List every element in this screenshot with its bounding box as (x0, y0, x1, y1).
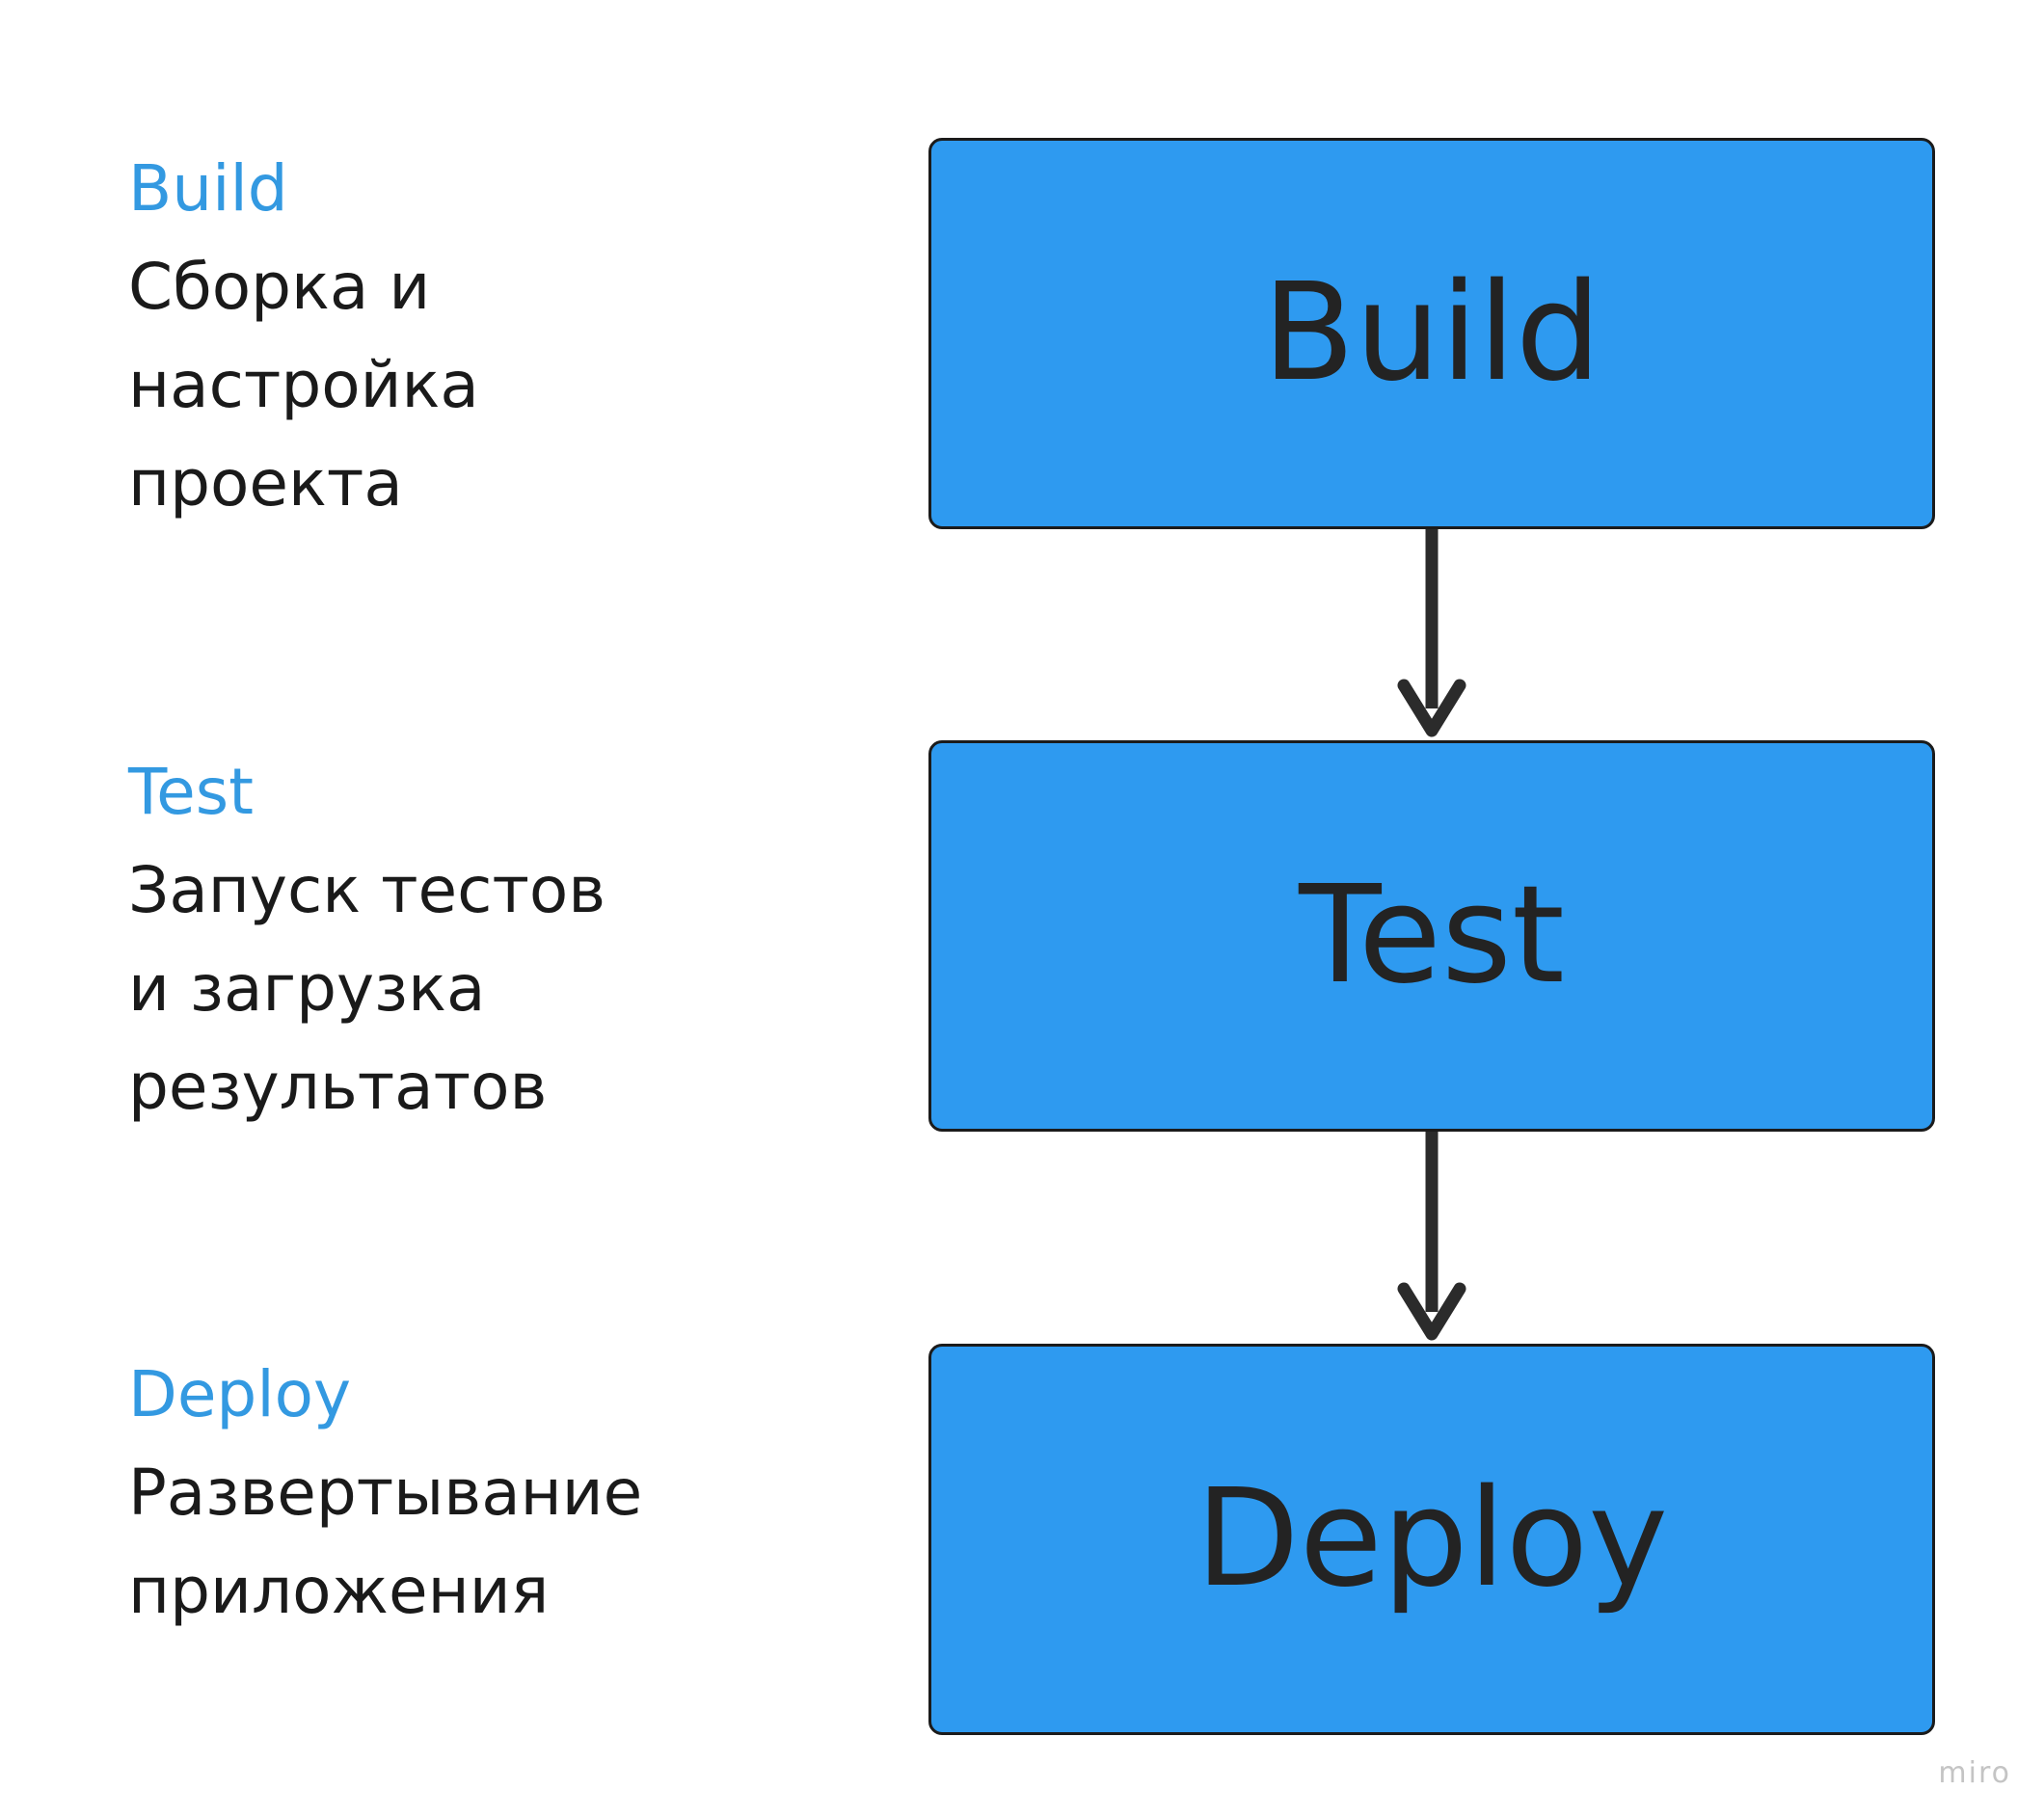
deploy-description-line: Развертывание (128, 1456, 643, 1530)
build-description: Build Сборка и настройка проекта (128, 140, 745, 533)
deploy-description-line: приложения (128, 1554, 550, 1628)
test-stage-box[interactable]: Test (928, 740, 1935, 1132)
test-description-line: и загрузка (128, 951, 486, 1026)
arrow-test-to-deploy (1397, 1132, 1466, 1341)
test-description-line: результатов (128, 1050, 548, 1124)
build-description-line: настройка (128, 348, 479, 422)
arrow-build-to-test (1397, 529, 1466, 737)
deploy-description: Deploy Развертывание приложения (128, 1346, 745, 1641)
arrow-test-to-deploy-head (1397, 1282, 1466, 1341)
deploy-stage-box[interactable]: Deploy (928, 1344, 1935, 1735)
build-stage-label: Build (1262, 254, 1601, 412)
deploy-description-title: Deploy (128, 1357, 352, 1431)
test-description: Test Запуск тестов и загрузка результато… (128, 743, 745, 1136)
miro-watermark: miro (1938, 1756, 2011, 1790)
arrow-build-to-test-head (1397, 679, 1466, 737)
test-description-line: Запуск тестов (128, 853, 606, 927)
build-description-line: проекта (128, 446, 403, 521)
test-stage-label: Test (1299, 857, 1565, 1014)
build-description-line: Сборка и (128, 250, 431, 324)
build-stage-box[interactable]: Build (928, 138, 1935, 529)
test-description-title: Test (128, 755, 254, 829)
deploy-stage-label: Deploy (1195, 1460, 1669, 1617)
build-description-title: Build (128, 151, 288, 226)
